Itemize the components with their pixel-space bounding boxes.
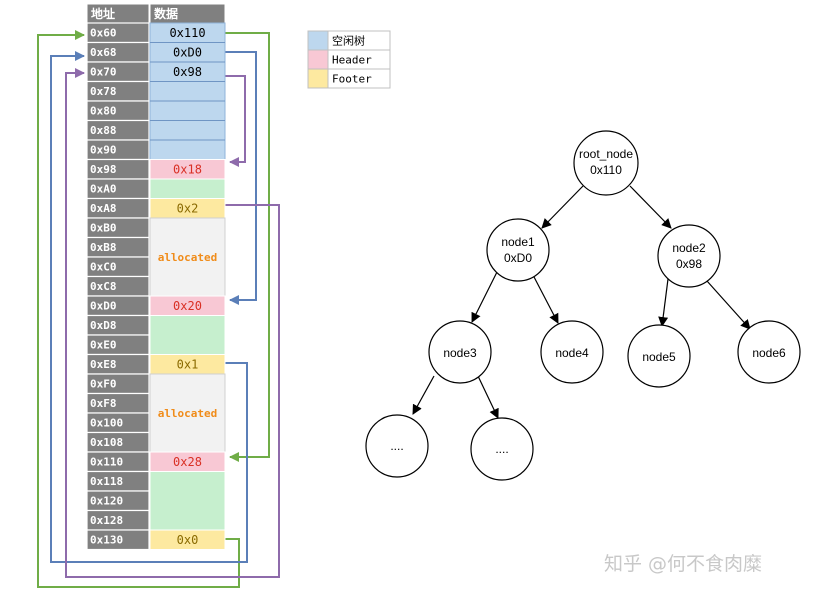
green-back-arrow	[37, 30, 240, 588]
address-label: 0x110	[90, 456, 123, 469]
tree-edge-root-node2	[629, 185, 672, 229]
footer-value: 0x1	[177, 358, 199, 372]
address-label: 0x130	[90, 534, 123, 547]
tree-node-root: root_node 0x110	[573, 130, 639, 196]
node6-label: node6	[752, 346, 786, 360]
legend-label: Header	[332, 54, 372, 67]
node5-label: node5	[642, 350, 676, 364]
purple-pointer-arrow	[225, 75, 246, 167]
tree-node-leaf-right: ....	[470, 417, 534, 481]
tree-edge-node3-dots1	[412, 375, 435, 415]
body-block	[149, 315, 226, 355]
address-label: 0x98	[90, 163, 117, 176]
allocated-block	[149, 217, 226, 297]
tree-node-leaf-left: ....	[365, 414, 429, 478]
footer-block	[149, 529, 226, 550]
tree-node-node3: node3	[428, 320, 492, 384]
blue-back-arrow	[50, 51, 248, 563]
watermark: 知乎 @何不食肉糜	[604, 553, 762, 575]
address-label: 0x80	[90, 105, 117, 118]
tree-node-node4: node4	[540, 320, 604, 384]
data-header: 数据	[154, 6, 178, 21]
address-label: 0xE0	[90, 339, 117, 352]
leaf-left-ellipsis: ....	[390, 439, 403, 453]
address-label: 0xB0	[90, 222, 117, 235]
node2-label: node2	[672, 241, 706, 255]
address-label: 0x60	[90, 27, 117, 40]
green-pointer-arrow	[225, 32, 270, 462]
address-label: 0xC8	[90, 280, 117, 293]
header-value: 0x28	[173, 455, 202, 469]
tree-edge-root-node1	[541, 185, 584, 229]
memory-table: 地址 数据 0x600x680x700x780x800x880x900x980x…	[86, 3, 226, 551]
tree-edge-node1-node3	[471, 271, 498, 323]
address-cell	[86, 529, 150, 551]
tree-node-node1: node1 0xD0	[486, 218, 550, 282]
address-label: 0xA0	[90, 183, 117, 196]
footer-value: 0x0	[177, 533, 199, 547]
address-label: 0xE8	[90, 358, 117, 371]
address-label: 0xA8	[90, 202, 117, 215]
address-label: 0x120	[90, 495, 123, 508]
data-column: allocated allocated 0x110 0xD0 0x98 0x18 0x2 0x…	[149, 22, 226, 550]
legend-swatch	[307, 30, 329, 51]
address-label: 0xD8	[90, 319, 117, 332]
root-node-address: 0x110	[590, 163, 622, 177]
address-label: 0xD0	[90, 300, 117, 313]
pointer-arrows	[37, 30, 280, 588]
node3-label: node3	[443, 346, 477, 360]
address-label: 0x100	[90, 417, 123, 430]
legend-label-cell	[327, 68, 391, 89]
node1-label: node1	[501, 235, 535, 249]
legend-swatch	[307, 49, 329, 70]
legend-label: Footer	[332, 73, 372, 86]
free-value: 0x98	[173, 65, 202, 79]
tree-edge-node3-dots2	[477, 375, 499, 419]
blue-pointer-arrow	[225, 51, 257, 305]
allocated-label: allocated	[158, 407, 218, 420]
address-column: 0x60 0x68 0x70 0x78 0x80 0x88 0x90 0x98 0xA0 0xA8…	[86, 22, 150, 551]
tree-node-node2: node2 0x98	[657, 224, 721, 288]
footer-value: 0x2	[177, 202, 199, 216]
tree-edge-node2-node5	[658, 278, 669, 327]
header-value: 0x20	[173, 299, 202, 313]
tree-edge-node1-node4	[532, 274, 559, 324]
address-label: 0x90	[90, 144, 117, 157]
address-label: 0xC0	[90, 261, 117, 274]
allocated-label: allocated	[158, 251, 218, 264]
tree-node-node5: node5	[627, 324, 691, 388]
legend-label: 空闲树	[332, 34, 365, 48]
tree-nodes: root_node 0x110 node1 0xD0 node2 0x98 no…	[365, 130, 801, 481]
address-label: 0x68	[90, 46, 117, 59]
root-node-label: root_node	[579, 147, 633, 161]
header-value: 0x18	[173, 163, 202, 177]
free-value: 0x110	[169, 26, 205, 40]
address-label: 0x108	[90, 436, 123, 449]
tree-node-node6: node6	[737, 320, 801, 384]
address-label: 0x78	[90, 85, 117, 98]
address-label: 0xF8	[90, 397, 117, 410]
legend-swatch	[307, 68, 329, 89]
address-label: 0x118	[90, 475, 123, 488]
purple-back-arrow	[65, 68, 280, 578]
address-label: 0x88	[90, 124, 117, 137]
body-block	[149, 471, 226, 531]
free-block	[149, 22, 226, 160]
address-label: 0xF0	[90, 378, 117, 391]
free-value: 0xD0	[173, 46, 202, 60]
tree-edges	[412, 185, 751, 419]
body-block	[149, 178, 226, 199]
address-label: 0xB8	[90, 241, 117, 254]
leaf-right-ellipsis: ....	[495, 442, 508, 456]
tree-edge-node2-node6	[706, 280, 751, 330]
address-label: 0x70	[90, 66, 117, 79]
address-header: 地址	[91, 6, 115, 21]
node1-address: 0xD0	[504, 251, 532, 265]
address-label: 0x128	[90, 514, 123, 527]
node4-label: node4	[555, 346, 589, 360]
node2-address: 0x98	[676, 257, 702, 271]
